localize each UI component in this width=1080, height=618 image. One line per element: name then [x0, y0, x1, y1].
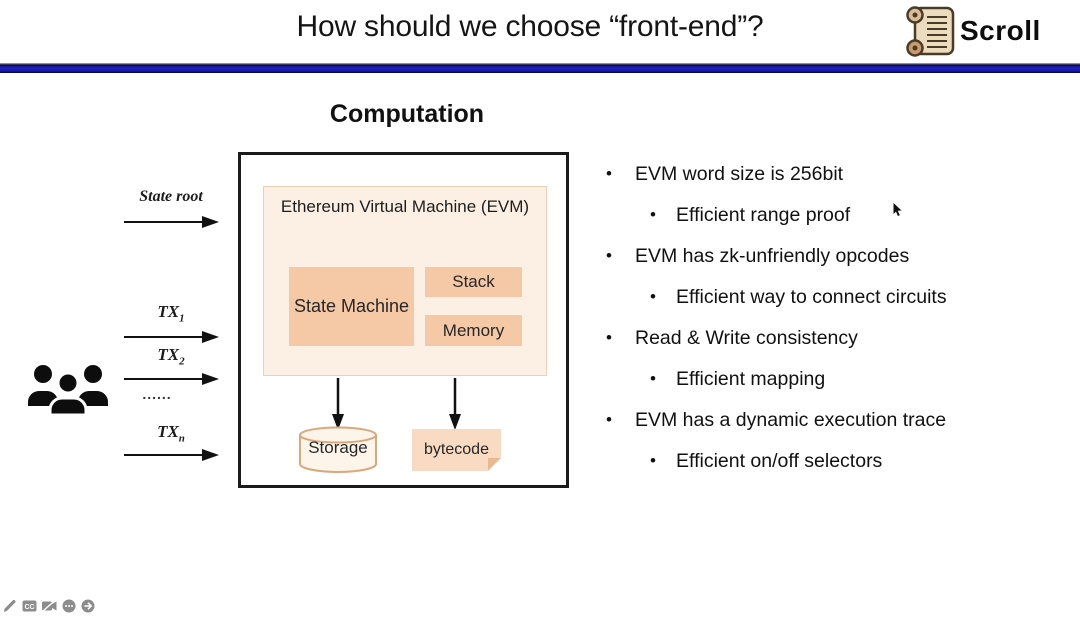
slide-title: How should we choose “front-end”?: [296, 10, 764, 43]
accent-divider: [0, 63, 1080, 73]
bullet-text: EVM word size is 256bit: [635, 163, 844, 185]
ellipsis-label: ......: [142, 386, 172, 402]
camera-off-icon[interactable]: [42, 600, 57, 612]
bullet-marker: •: [650, 205, 656, 224]
bullet-item: • Read & Write consistency: [596, 326, 1026, 350]
scroll-logo: Scroll: [903, 5, 1041, 57]
mouse-cursor: [893, 203, 902, 216]
arrow-to-bytecode: [449, 378, 461, 430]
bullet-list: • EVM word size is 256bit • Efficient range…: [596, 162, 1026, 490]
folded-corner: [488, 458, 501, 471]
bullet-text: Efficient mapping: [676, 368, 826, 390]
tx2-arrow: [124, 373, 219, 385]
tx1-label: TX1: [157, 302, 185, 325]
users-group-icon: [28, 365, 108, 415]
bullet-text: Read & Write consistency: [635, 327, 858, 349]
tx1-arrow: [124, 331, 219, 343]
bullet-item: • EVM has a dynamic execution trace: [596, 408, 1026, 432]
arrow-to-storage: [332, 378, 344, 430]
sub-bullet-item: • Efficient way to connect circuits: [596, 285, 1026, 309]
more-icon[interactable]: [62, 599, 76, 613]
storage-cylinder: Storage: [298, 426, 378, 474]
bullet-text: EVM has zk-unfriendly opcodes: [635, 245, 910, 267]
memory-box: Memory: [425, 315, 522, 346]
diagram-heading: Computation: [329, 100, 485, 128]
bullet-text: Efficient range proof: [676, 204, 851, 226]
sub-bullet-item: • Efficient on/off selectors: [596, 449, 1026, 473]
bullet-item: • EVM has zk-unfriendly opcodes: [596, 244, 1026, 268]
computation-box: Ethereum Virtual Machine (EVM) State Mac…: [238, 152, 569, 488]
bullet-marker: •: [650, 369, 656, 388]
bullet-text: EVM has a dynamic execution trace: [635, 409, 947, 431]
state-root-label: State root: [139, 188, 203, 205]
bullet-marker: •: [606, 164, 612, 183]
txn-label: TXn: [157, 422, 185, 445]
bullet-text: Efficient on/off selectors: [676, 450, 883, 472]
bullet-text: Efficient way to connect circuits: [676, 286, 947, 308]
database-icon: [299, 426, 377, 473]
bullet-marker: •: [606, 246, 612, 265]
bullet-marker: •: [650, 451, 656, 470]
evm-box: Ethereum Virtual Machine (EVM) State Mac…: [263, 186, 547, 376]
annotation-toolbar: CC: [3, 599, 95, 613]
storage-label: Storage: [308, 438, 368, 457]
arrow-forward-icon[interactable]: [81, 599, 95, 613]
sub-bullet-item: • Efficient range proof: [596, 203, 1026, 227]
state-root-arrow: [124, 216, 219, 228]
bullet-marker: •: [650, 287, 656, 306]
tx2-label: TX2: [157, 345, 185, 368]
bytecode-label: bytecode: [424, 441, 489, 458]
scroll-parchment-icon: [906, 6, 955, 57]
stack-box: Stack: [425, 267, 522, 297]
bullet-item: • EVM word size is 256bit: [596, 162, 1026, 186]
closed-captions-icon[interactable]: CC: [22, 600, 37, 612]
state-machine-box: State Machine: [289, 267, 414, 346]
sub-bullet-item: • Efficient mapping: [596, 367, 1026, 391]
pencil-icon[interactable]: [3, 599, 17, 613]
logo-wordmark: Scroll: [960, 15, 1041, 46]
bullet-marker: •: [606, 410, 612, 429]
bullet-marker: •: [606, 328, 612, 347]
svg-text:CC: CC: [24, 604, 34, 611]
txn-arrow: [124, 449, 219, 461]
evm-label: Ethereum Virtual Machine (EVM): [280, 197, 530, 216]
bytecode-note: bytecode: [412, 429, 501, 471]
